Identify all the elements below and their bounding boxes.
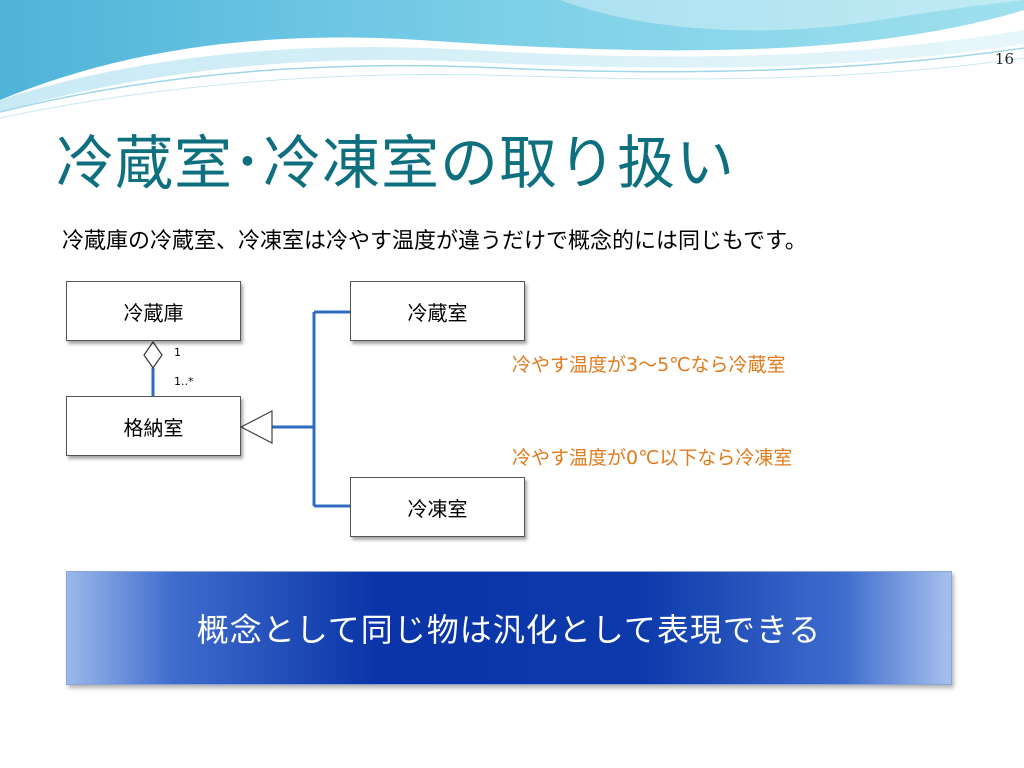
- generalization-arrowhead: [239, 410, 273, 444]
- class-refrigerator: 冷蔵庫: [66, 281, 241, 341]
- class-freezer-room-label: 冷凍室: [407, 496, 468, 521]
- class-fridge-room: 冷蔵室: [350, 281, 525, 341]
- slide-title: 冷蔵室･冷凍室の取り扱い: [56, 129, 736, 197]
- slide-subtitle: 冷蔵庫の冷蔵室、冷凍室は冷やす温度が違うだけで概念的には同じもです。: [62, 229, 807, 254]
- note-fridge-condition: 冷やす温度が3～5℃なら冷蔵室: [512, 354, 786, 376]
- wave-decoration: [0, 0, 1024, 119]
- class-storage: 格納室: [66, 396, 241, 456]
- class-storage-label: 格納室: [123, 415, 184, 440]
- conclusion-banner-text: 概念として同じ物は汎化として表現できる: [196, 611, 822, 649]
- class-fridge-room-label: 冷蔵室: [407, 300, 468, 325]
- page-number: 16: [994, 50, 1014, 68]
- aggregation-diamond: [143, 340, 163, 370]
- note-freezer-condition: 冷やす温度が0℃以下なら冷凍室: [512, 447, 793, 469]
- conclusion-banner: 概念として同じ物は汎化として表現できる: [66, 571, 952, 685]
- multiplicity-whole: 1: [174, 346, 181, 359]
- multiplicity-part: 1..*: [174, 375, 194, 388]
- class-freezer-room: 冷凍室: [350, 477, 525, 537]
- class-refrigerator-label: 冷蔵庫: [123, 300, 184, 325]
